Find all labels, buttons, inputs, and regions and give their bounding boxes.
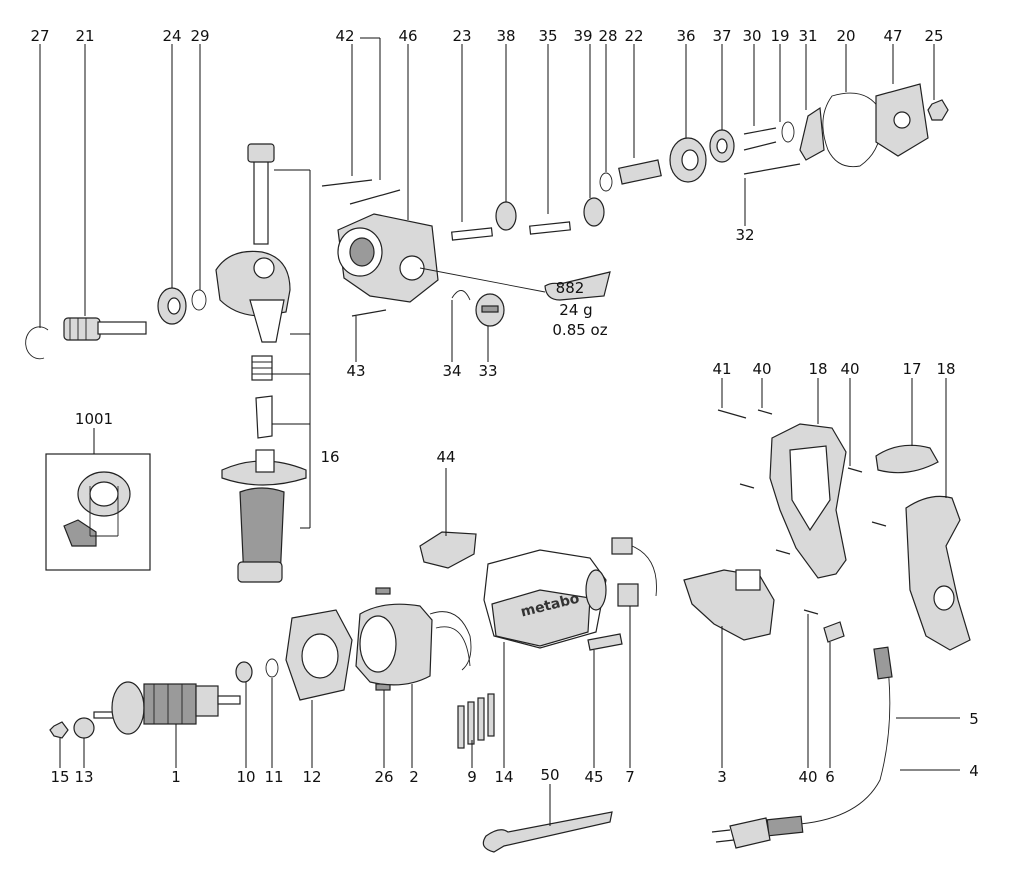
callout-7: 7 xyxy=(625,768,635,786)
callout-16: 16 xyxy=(320,448,339,466)
grease-weight-grams: 24 g xyxy=(559,301,592,319)
callout-6: 6 xyxy=(825,768,835,786)
callout-21: 21 xyxy=(75,27,94,45)
carbon-brushes-9-part xyxy=(457,693,495,749)
callout-26: 26 xyxy=(374,768,393,786)
rear-shaft-parts xyxy=(599,129,735,192)
callout-28: 28 xyxy=(598,27,617,45)
handle-shell-18-left-part xyxy=(769,423,847,579)
callout-40-c: 40 xyxy=(798,768,817,786)
callout-36: 36 xyxy=(676,27,695,45)
circlip-27-part xyxy=(25,326,49,360)
strip-45-part xyxy=(587,633,623,651)
selector-knob-33-part xyxy=(475,293,505,327)
callout-labels: 27 21 24 29 42 46 23 38 35 39 28 22 36 3… xyxy=(30,27,978,786)
armature-1-part xyxy=(93,681,241,735)
grease-note: 24 g 0.85 oz xyxy=(552,301,607,339)
handle-screws-parts xyxy=(717,409,887,615)
callout-882: 882 xyxy=(556,279,585,297)
callout-14: 14 xyxy=(494,768,513,786)
leader-lines xyxy=(39,37,960,826)
handle-shell-18-right-part xyxy=(905,495,971,651)
callout-42: 42 xyxy=(335,27,354,45)
callout-2: 2 xyxy=(409,768,419,786)
callout-30: 30 xyxy=(742,27,761,45)
callout-23: 23 xyxy=(452,27,471,45)
callout-1: 1 xyxy=(171,768,181,786)
callout-12: 12 xyxy=(302,768,321,786)
housing-grease-leader xyxy=(419,267,546,293)
pins-brackets-parts xyxy=(743,106,825,175)
callout-40-a: 40 xyxy=(752,360,771,378)
gear-housing-46-part xyxy=(337,213,439,303)
wrench-50-part xyxy=(482,811,613,853)
label-44-part xyxy=(419,531,477,569)
stator-2-part xyxy=(355,603,472,686)
callout-38: 38 xyxy=(496,27,515,45)
callout-33: 33 xyxy=(478,362,497,380)
callout-13: 13 xyxy=(74,768,93,786)
callout-32: 32 xyxy=(735,226,754,244)
callout-34: 34 xyxy=(442,362,461,380)
callout-18-b: 18 xyxy=(936,360,955,378)
callout-10: 10 xyxy=(236,768,255,786)
switch-inset-1001 xyxy=(45,453,151,571)
gear-train-parts xyxy=(451,197,605,241)
clip-34-part xyxy=(451,290,471,301)
screws-42-part xyxy=(321,179,401,205)
callout-29: 29 xyxy=(190,27,209,45)
clip-6-part xyxy=(823,621,845,643)
callout-47: 47 xyxy=(883,27,902,45)
callout-41: 41 xyxy=(712,360,731,378)
screw-43-part xyxy=(351,309,387,317)
callout-44: 44 xyxy=(436,448,455,466)
callout-5: 5 xyxy=(969,710,979,728)
callout-45: 45 xyxy=(584,768,603,786)
gasket-cover-parts xyxy=(822,83,949,168)
switch-3-part xyxy=(683,569,775,641)
callout-35: 35 xyxy=(538,27,557,45)
washers-10-11-parts xyxy=(235,658,279,683)
ring-29-part xyxy=(191,289,207,311)
power-cable-4-5-part xyxy=(711,646,893,849)
cover-17-part xyxy=(875,444,939,474)
callout-3: 3 xyxy=(717,768,727,786)
callout-22: 22 xyxy=(624,27,643,45)
grease-882-part xyxy=(544,271,611,301)
callout-11: 11 xyxy=(264,768,283,786)
callout-4: 4 xyxy=(969,762,979,780)
callout-25: 25 xyxy=(924,27,943,45)
callout-18-a: 18 xyxy=(808,360,827,378)
grease-weight-ounces: 0.85 oz xyxy=(552,321,607,339)
module-7-part xyxy=(611,537,657,607)
callout-20: 20 xyxy=(836,27,855,45)
callout-37: 37 xyxy=(712,27,731,45)
callout-43: 43 xyxy=(346,362,365,380)
callout-40-b: 40 xyxy=(840,360,859,378)
motor-housing-14-part: metabo xyxy=(483,549,607,649)
callout-15: 15 xyxy=(50,768,69,786)
fan-guide-12-part xyxy=(285,609,353,701)
callout-1001: 1001 xyxy=(75,410,113,428)
callout-9: 9 xyxy=(467,768,477,786)
bearing-24-part xyxy=(157,287,187,325)
spindle-21-part xyxy=(63,317,147,341)
callout-19: 19 xyxy=(770,27,789,45)
callout-24: 24 xyxy=(162,27,181,45)
callout-17: 17 xyxy=(902,360,921,378)
parts-drawing: metabo xyxy=(25,83,971,853)
callout-31: 31 xyxy=(798,27,817,45)
nut-washer-parts xyxy=(49,717,95,739)
callout-27: 27 xyxy=(30,27,49,45)
callout-50: 50 xyxy=(540,766,559,784)
callout-46: 46 xyxy=(398,27,417,45)
callout-39: 39 xyxy=(573,27,592,45)
aux-handle-16-part xyxy=(215,143,307,583)
